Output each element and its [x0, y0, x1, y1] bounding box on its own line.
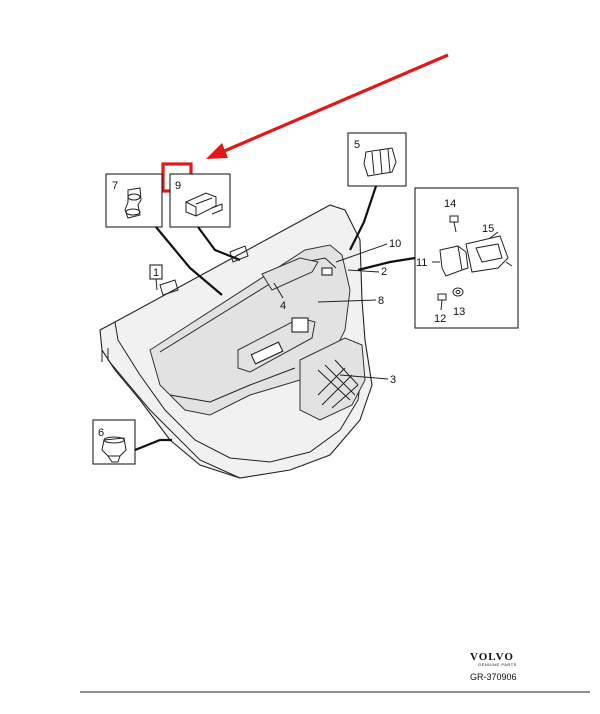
svg-text:4: 4: [280, 300, 286, 312]
door-trim-panel: [99, 204, 373, 479]
svg-text:5: 5: [354, 139, 360, 151]
detail-box-7: 7: [105, 173, 163, 228]
svg-text:10: 10: [389, 238, 401, 250]
svg-text:13: 13: [453, 306, 465, 318]
svg-text:12: 12: [434, 313, 446, 325]
svg-text:2: 2: [381, 266, 387, 278]
svg-text:11: 11: [416, 257, 427, 269]
svg-text:14: 14: [444, 198, 456, 210]
pointer-arrow: [206, 53, 449, 159]
brand-logo-text: VOLVO: [470, 651, 514, 663]
leader-lines: [134, 185, 416, 452]
drawing-code: GR-370906: [470, 672, 517, 682]
svg-text:1: 1: [153, 267, 159, 279]
panel-callouts: 10 2 8 4 3: [280, 238, 401, 386]
svg-text:6: 6: [98, 427, 104, 439]
svg-text:8: 8: [378, 295, 384, 307]
detail-box-9: 9: [169, 173, 231, 228]
detail-box-6: 6: [92, 419, 136, 465]
svg-text:7: 7: [112, 180, 118, 192]
footer: VOLVO GENUINE PARTS GR-370906: [80, 651, 590, 693]
brand-subtitle: GENUINE PARTS: [478, 662, 517, 667]
svg-text:9: 9: [175, 180, 181, 192]
detail-box-handle-assembly: 14 15 11 12 13: [414, 187, 519, 329]
callout-1: 1: [149, 264, 163, 291]
svg-text:15: 15: [482, 223, 494, 235]
svg-text:3: 3: [390, 374, 396, 386]
detail-box-5: 5: [347, 132, 407, 187]
